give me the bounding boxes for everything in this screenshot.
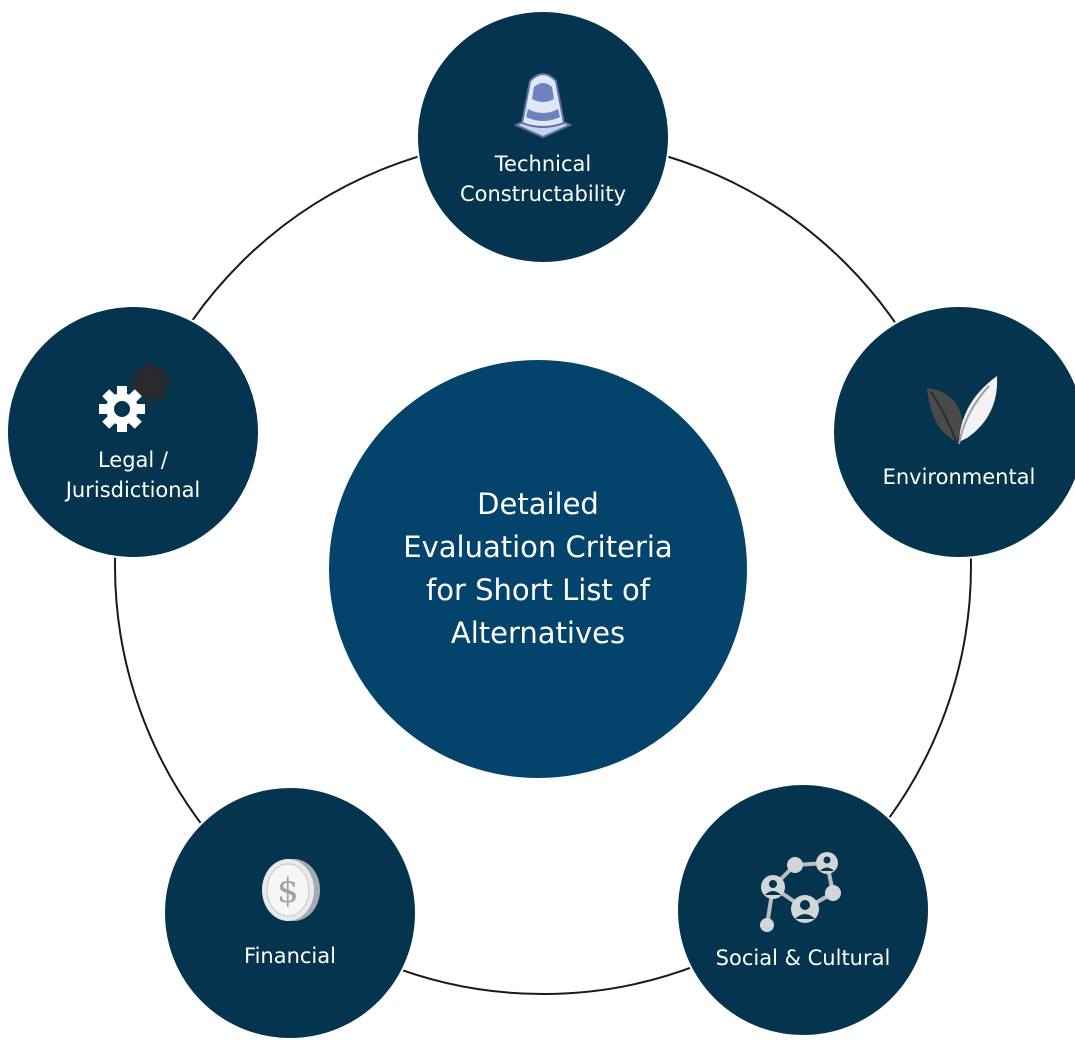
social-line-1: Social & Cultural xyxy=(715,946,891,970)
node-legal: Legal / Jurisdictional xyxy=(6,305,260,559)
node-social: Social & Cultural xyxy=(676,783,930,1037)
legal-line-2: Jurisdictional xyxy=(65,478,201,502)
center-line-1: Detailed xyxy=(477,487,599,521)
node-environmental: Environmental xyxy=(832,305,1075,559)
people-network-icon xyxy=(760,852,841,932)
environmental-line-1: Environmental xyxy=(882,465,1036,489)
node-technical: Technical Constructability xyxy=(416,10,670,264)
dollar-coin-icon: $ xyxy=(262,859,320,921)
leaves-icon xyxy=(927,376,998,445)
technical-line-2: Constructability xyxy=(459,182,627,206)
traffic-cone-icon xyxy=(513,73,573,139)
center-line-4: Alternatives xyxy=(450,616,626,650)
center-line-3: for Short List of xyxy=(426,573,650,607)
legal-line-1: Legal / xyxy=(97,448,169,472)
center-line-2: Evaluation Criteria xyxy=(403,530,673,564)
technical-line-1: Technical xyxy=(494,152,592,176)
gears-icon xyxy=(99,363,170,432)
financial-line-1: Financial xyxy=(244,944,336,968)
center-circle: Detailed Evaluation Criteria for Short L… xyxy=(329,360,747,778)
svg-text:$: $ xyxy=(277,871,299,911)
node-financial: $ Financial xyxy=(163,786,417,1040)
